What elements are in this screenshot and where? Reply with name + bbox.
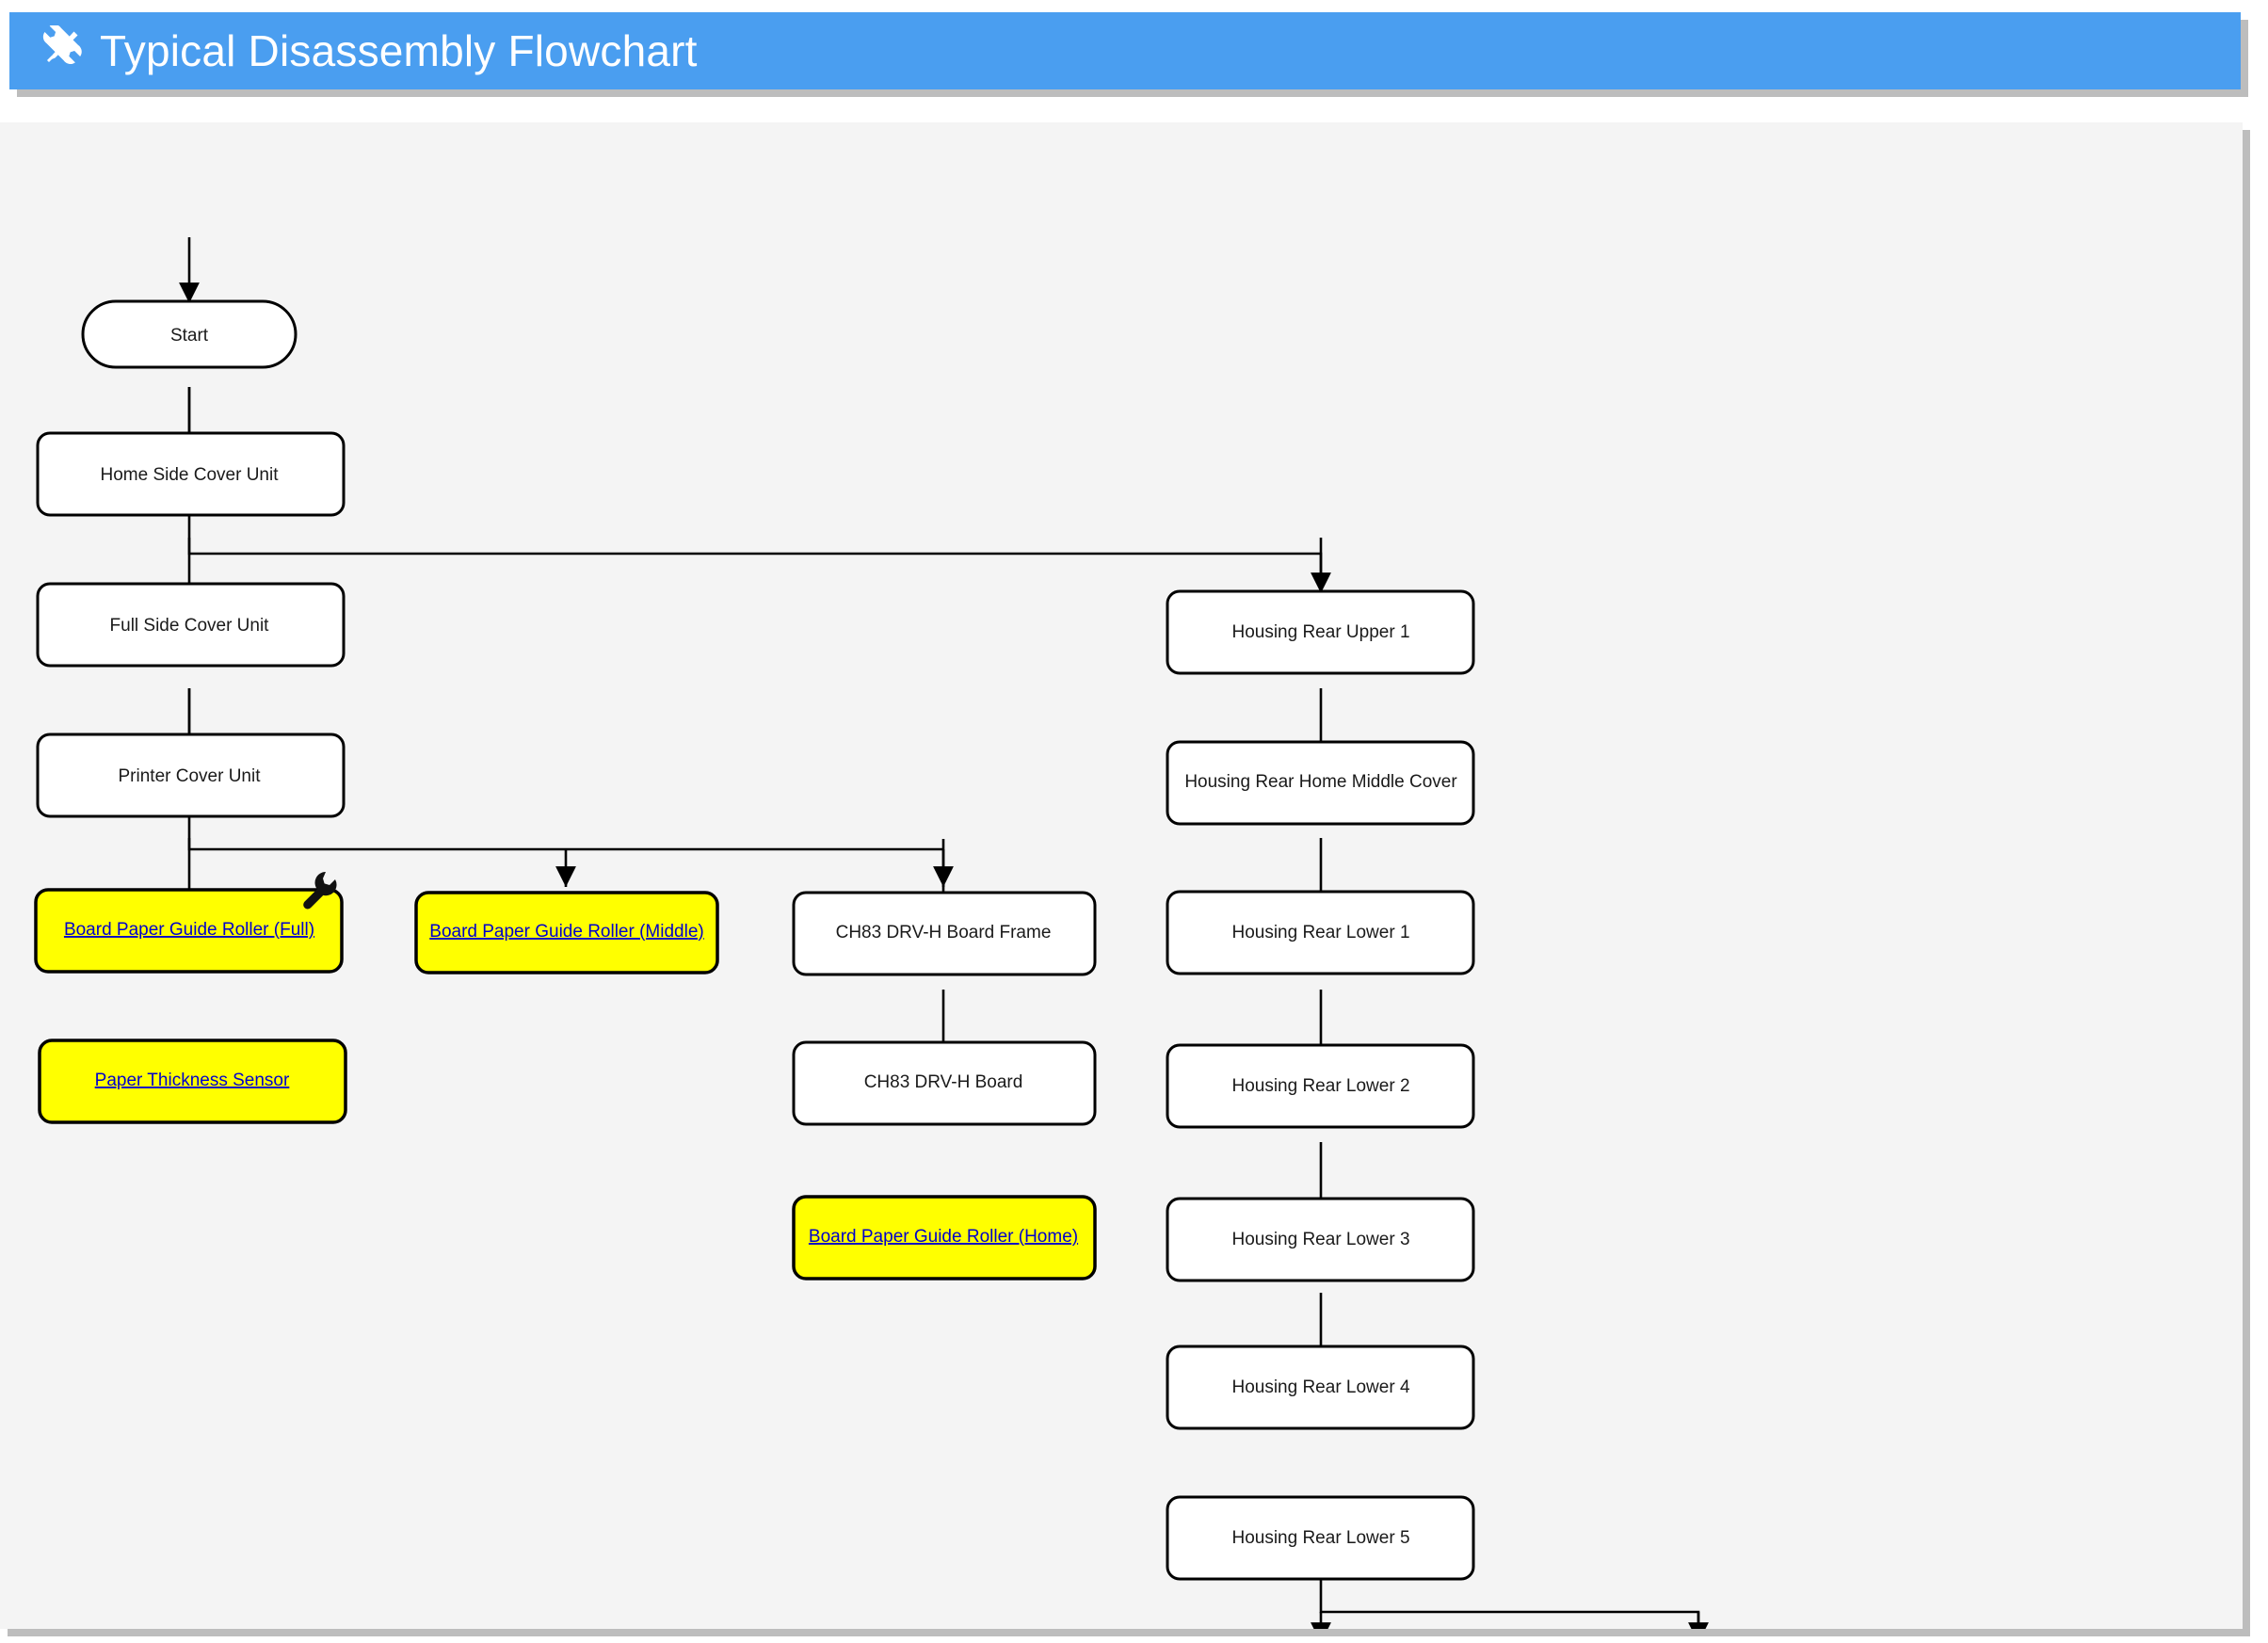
node-board-paper-guide-roller-full[interactable]: Board Paper Guide Roller (Full) <box>34 888 344 974</box>
node-paper-thickness-sensor[interactable]: Paper Thickness Sensor <box>38 1039 347 1124</box>
node-housing-rear-home-middle-cover[interactable]: Housing Rear Home Middle Cover <box>1166 740 1475 826</box>
node-ch83-drv-h-board[interactable]: CH83 DRV-H Board <box>792 1040 1097 1126</box>
page-header: Typical Disassembly Flowchart <box>9 12 2241 89</box>
node-housing-rear-lower-5[interactable]: Housing Rear Lower 5 <box>1166 1495 1475 1581</box>
flowchart-svg: Start Home Side Cover Unit Full Side Cov… <box>34 237 1709 1629</box>
node-home-side-cover-unit[interactable]: Home Side Cover Unit <box>36 431 346 517</box>
node-housing-rear-lower-1[interactable]: Housing Rear Lower 1 <box>1166 890 1475 975</box>
node-printer-cover-unit[interactable]: Printer Cover Unit <box>36 733 346 818</box>
node-board-paper-guide-roller-middle-link[interactable]: Board Paper Guide Roller (Middle) <box>429 922 703 942</box>
node-start[interactable]: Start <box>81 299 298 369</box>
node-board-paper-guide-roller-middle[interactable]: Board Paper Guide Roller (Middle) <box>414 891 719 975</box>
node-housing-rear-upper-1-label: Housing Rear Upper 1 <box>1231 622 1409 642</box>
node-ch83-drv-h-board-label: CH83 DRV-H Board <box>864 1072 1023 1092</box>
node-printer-cover-unit-label: Printer Cover Unit <box>119 766 262 786</box>
node-ch83-drv-h-board-frame[interactable]: CH83 DRV-H Board Frame <box>792 891 1097 976</box>
node-housing-rear-upper-1[interactable]: Housing Rear Upper 1 <box>1166 589 1475 675</box>
flowchart-canvas: Start Home Side Cover Unit Full Side Cov… <box>0 122 2243 1629</box>
node-housing-rear-lower-3[interactable]: Housing Rear Lower 3 <box>1166 1197 1475 1282</box>
node-board-paper-guide-roller-full-link[interactable]: Board Paper Guide Roller (Full) <box>64 920 314 940</box>
node-housing-rear-lower-2-label: Housing Rear Lower 2 <box>1231 1076 1409 1096</box>
node-home-side-cover-unit-label: Home Side Cover Unit <box>100 465 279 485</box>
node-board-paper-guide-roller-home-link[interactable]: Board Paper Guide Roller (Home) <box>809 1227 1078 1247</box>
node-housing-rear-lower-3-label: Housing Rear Lower 3 <box>1231 1230 1409 1249</box>
node-housing-rear-lower-1-label: Housing Rear Lower 1 <box>1231 923 1409 942</box>
edge-layer <box>179 237 1331 1386</box>
node-start-label: Start <box>170 326 209 346</box>
node-paper-thickness-sensor-link[interactable]: Paper Thickness Sensor <box>95 1071 290 1090</box>
node-housing-rear-home-middle-cover-label: Housing Rear Home Middle Cover <box>1184 772 1457 792</box>
node-full-side-cover-unit-label: Full Side Cover Unit <box>110 616 270 636</box>
edge-home-side-to-hru1-trunk <box>187 387 1323 572</box>
node-housing-rear-lower-4-label: Housing Rear Lower 4 <box>1231 1377 1409 1397</box>
page-title: Typical Disassembly Flowchart <box>100 26 698 75</box>
node-full-side-cover-unit[interactable]: Full Side Cover Unit <box>36 582 346 668</box>
node-housing-rear-lower-2[interactable]: Housing Rear Lower 2 <box>1166 1043 1475 1129</box>
node-board-paper-guide-roller-home[interactable]: Board Paper Guide Roller (Home) <box>792 1195 1097 1281</box>
node-housing-rear-lower-5-label: Housing Rear Lower 5 <box>1231 1528 1409 1548</box>
tools-wrench-screwdriver-icon <box>32 25 83 76</box>
node-ch83-drv-h-board-frame-label: CH83 DRV-H Board Frame <box>836 923 1052 942</box>
node-housing-rear-lower-4[interactable]: Housing Rear Lower 4 <box>1166 1345 1475 1430</box>
